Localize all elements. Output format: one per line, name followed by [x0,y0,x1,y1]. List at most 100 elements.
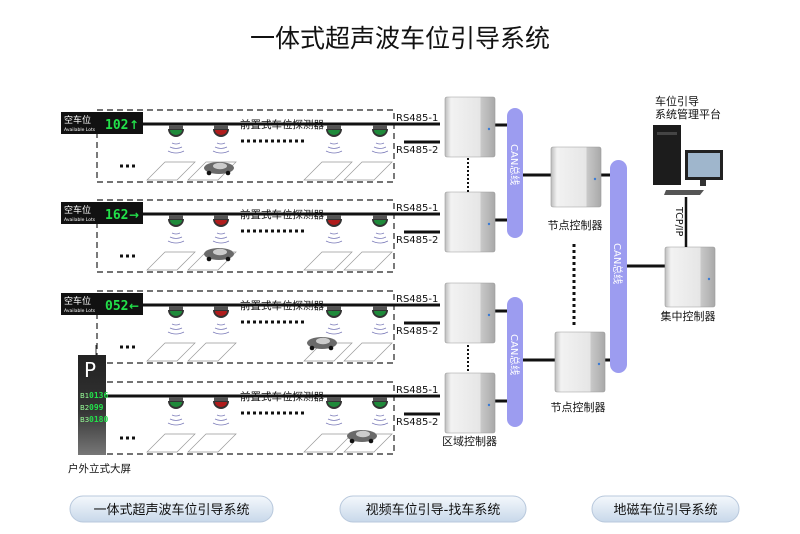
ultrasonic-detector [212,125,230,154]
sign-label: 空车位 [64,295,91,307]
system-tab-3[interactable]: 地磁车位引导系统 [591,495,740,523]
ultrasonic-detector [371,397,389,426]
level-name: B2 [80,404,89,412]
system-tab-label: 一体式超声波车位引导系统 [93,502,249,518]
ultrasonic-detector [167,125,185,154]
node-controller-1 [550,146,602,208]
detector-label: 前置式车位探测器 [240,208,324,221]
parking-slot [343,342,393,362]
rs485-2-label: RS485-2 [396,145,438,156]
ultrasonic-detector [325,306,343,335]
sign-label: 空车位 [64,204,91,216]
can-bus-1-label: CAN总线 [508,144,521,185]
level-name: B3 [80,416,89,424]
tcpip-label: TCP/IP [673,206,684,237]
parking-slot [146,251,196,271]
area-controller-4 [444,372,496,434]
detector-label: 前置式车位探测器 [240,299,324,312]
rs485-1-label: RS485-1 [396,113,438,124]
ultrasonic-detector [325,215,343,244]
ultrasonic-detector [371,125,389,154]
ultrasonic-detector [325,397,343,426]
level-count: 0136 [89,391,108,400]
node-controller-2-label: 节点控制器 [551,400,606,414]
can-bus-2 [507,297,523,427]
area-controller-2 [444,191,496,253]
rs485-1-label: RS485-1 [396,203,438,214]
parking-zone [96,199,395,273]
parking-zone [96,290,395,364]
car-icon [204,248,234,262]
ultrasonic-detector [212,397,230,426]
ultrasonic-detector [212,306,230,335]
ultrasonic-detector [371,215,389,244]
ultrasonic-detector [167,215,185,244]
available-count: 162 [105,208,128,223]
parking-slot [303,433,353,453]
can-bus-2-label: CAN总线 [508,334,521,375]
rs485-1-label: RS485-1 [396,294,438,305]
can-bus-main [610,160,627,373]
node-controller-2 [554,331,606,393]
central-controller-label: 集中控制器 [661,309,716,323]
parking-slot [187,342,237,362]
available-lots-sign [61,202,143,224]
sign-sublabel: Available Lots [64,308,96,314]
parking-slot [303,161,353,181]
detector-label: 前置式车位探测器 [240,390,324,403]
detector-label: 前置式车位探测器 [240,118,324,131]
tower-label: 户外立式大屏 [68,462,131,475]
level-name: B1 [80,392,89,400]
arrow-right-icon: → [129,208,139,222]
ultrasonic-detector [167,306,185,335]
ultrasonic-detector [371,306,389,335]
parking-slot [146,433,196,453]
can-bus-1 [507,108,523,238]
level-count: 0180 [89,415,108,424]
system-tab-2[interactable]: 视频车位引导-找车系统 [339,495,527,523]
can-bus-main-label: CAN总线 [611,243,624,284]
parking-p-icon: P [84,358,96,382]
car-icon [307,337,337,351]
sign-sublabel: Available Lots [64,217,96,223]
parking-slot [146,161,196,181]
ultrasonic-detector [167,397,185,426]
arrow-up-icon: ↑ [129,118,139,132]
sign-label: 空车位 [64,114,91,126]
area-controller-1 [444,96,496,158]
area-controller-label: 区域控制器 [442,434,497,448]
parking-slot [146,342,196,362]
arrow-left-icon: ← [129,299,139,313]
parking-zone [96,109,395,183]
available-lots-sign [61,112,143,134]
platform-label-1: 车位引导 [655,94,699,108]
available-lots-sign [61,293,143,315]
ultrasonic-detector [212,215,230,244]
parking-slot [343,251,393,271]
available-count: 052 [105,299,128,314]
sign-sublabel: Available Lots [64,127,96,133]
diagram-title: 一体式超声波车位引导系统 [250,24,550,53]
car-icon [347,430,377,444]
tower-body [78,355,106,455]
parking-slot [303,251,353,271]
parking-slot [343,161,393,181]
car-icon [204,162,234,176]
level-count: 099 [89,403,104,412]
rs485-2-label: RS485-2 [396,417,438,428]
available-count: 102 [105,118,128,133]
rs485-1-label: RS485-1 [396,385,438,396]
rs485-2-label: RS485-2 [396,326,438,337]
system-tab-1[interactable]: 一体式超声波车位引导系统 [69,495,274,523]
system-tab-label: 地磁车位引导系统 [613,502,717,518]
area-controller-3 [444,282,496,344]
rs485-2-label: RS485-2 [396,235,438,246]
central-controller [664,246,716,308]
